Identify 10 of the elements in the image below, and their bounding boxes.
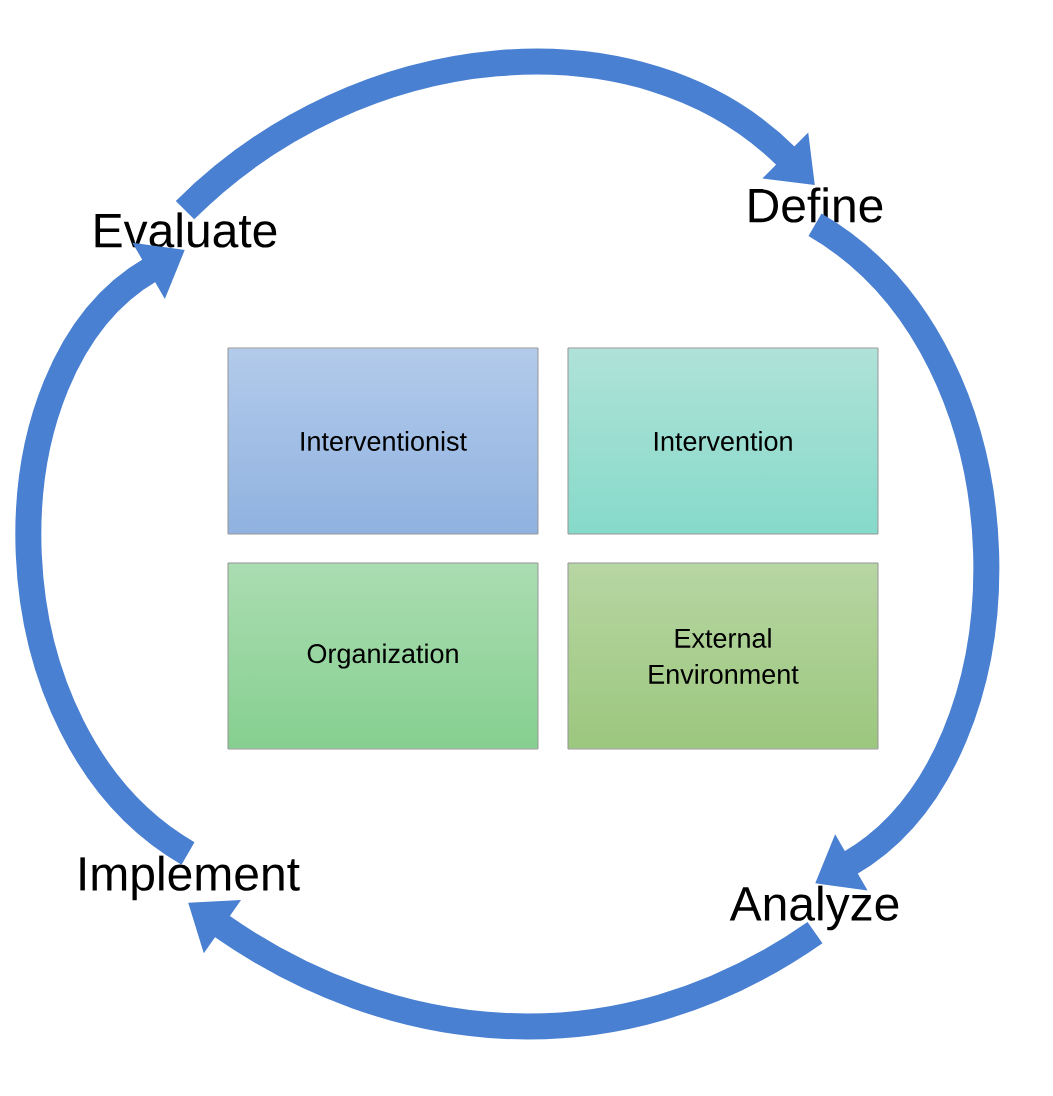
step-label: Analyze [729,885,899,931]
curved-arrow [807,214,999,891]
step-label: Evaluate [95,212,277,248]
category-box: External Environment [567,562,879,750]
category-box: Intervention [567,347,879,535]
category-box: Organization [227,562,539,750]
step-label: Implement [80,855,300,901]
curved-arrow [15,242,196,864]
category-box: Interventionist [227,347,539,535]
step-label: Define [749,187,883,223]
